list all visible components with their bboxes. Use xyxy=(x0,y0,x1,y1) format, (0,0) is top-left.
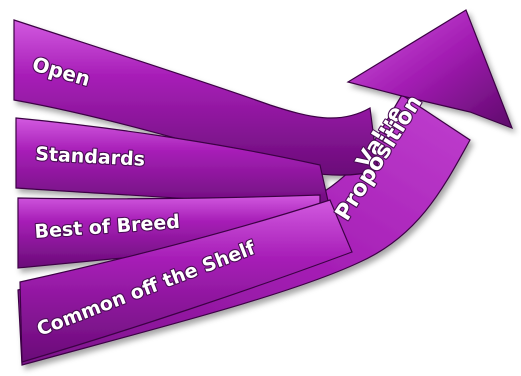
arrow-head xyxy=(346,9,514,130)
band-common-off-the-shelf xyxy=(19,199,353,363)
band-open xyxy=(13,19,379,176)
